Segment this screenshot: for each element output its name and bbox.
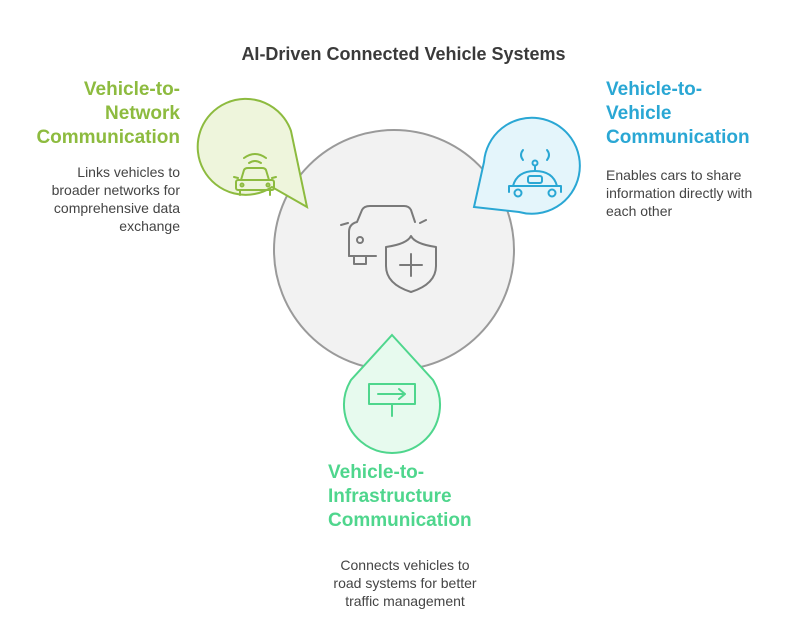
autonomous-car-icon bbox=[508, 149, 562, 198]
vehicle-description-line: information directly with bbox=[606, 185, 753, 201]
infrastructure-heading-line: Vehicle-to- bbox=[328, 462, 425, 483]
network-heading: Vehicle-to- Network Communication bbox=[36, 78, 180, 150]
road-sign-icon bbox=[368, 383, 416, 417]
vehicle-heading-line: Vehicle bbox=[606, 103, 672, 124]
vehicle-heading: Vehicle-to- Vehicle Communication bbox=[606, 78, 750, 150]
infrastructure-description: Connects vehicles to road systems for be… bbox=[320, 556, 490, 610]
vehicle-node bbox=[472, 116, 581, 215]
vehicle-description-line: each other bbox=[606, 203, 673, 219]
central-hub bbox=[273, 129, 515, 371]
diagram-title: AI-Driven Connected Vehicle Systems bbox=[241, 44, 566, 64]
infrastructure-heading-line: Communication bbox=[328, 510, 472, 531]
network-description-line: exchange bbox=[119, 218, 180, 234]
infrastructure-description-line: road systems for better bbox=[333, 575, 477, 591]
infrastructure-heading-line: Infrastructure bbox=[328, 486, 452, 507]
infrastructure-description-line: traffic management bbox=[345, 593, 465, 609]
infrastructure-heading: Vehicle-to- Infrastructure Communication bbox=[328, 461, 472, 533]
vehicle-heading-line: Vehicle-to- bbox=[606, 79, 703, 100]
network-node bbox=[196, 97, 309, 209]
infrastructure-description-line: Connects vehicles to bbox=[340, 557, 470, 573]
network-heading-line: Network bbox=[105, 103, 180, 124]
network-description: Links vehicles to broader networks for c… bbox=[52, 163, 180, 235]
network-heading-line: Vehicle-to- bbox=[83, 79, 180, 100]
vehicle-heading-line: Communication bbox=[606, 127, 750, 148]
network-heading-line: Communication bbox=[36, 127, 180, 148]
car-shield-icon bbox=[340, 205, 437, 293]
vehicle-description: Enables cars to share information direct… bbox=[606, 166, 752, 220]
network-description-line: broader networks for bbox=[51, 182, 180, 198]
car-signal-icon bbox=[233, 153, 277, 196]
network-description-line: Links vehicles to bbox=[77, 164, 180, 180]
network-description-line: comprehensive data bbox=[53, 200, 180, 216]
vehicle-description-line: Enables cars to share bbox=[606, 167, 742, 183]
